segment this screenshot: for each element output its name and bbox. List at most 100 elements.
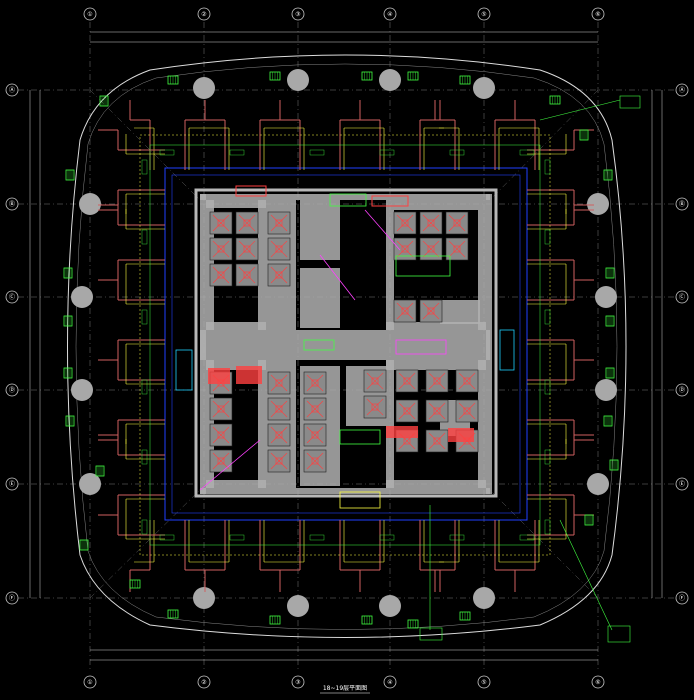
core-details bbox=[175, 95, 641, 643]
shaft-cell bbox=[209, 423, 233, 447]
fan-coil-unit bbox=[99, 95, 109, 107]
grid-bubble-left: Ⓐ bbox=[5, 83, 19, 97]
fan-coil-unit bbox=[269, 615, 281, 625]
grid-bubble-left: Ⓓ bbox=[5, 383, 19, 397]
fan-coil-unit bbox=[65, 415, 75, 427]
grid-bubble-right: Ⓐ bbox=[675, 83, 689, 97]
fan-coil-unit bbox=[459, 611, 471, 621]
grid-bubble-top: ① bbox=[83, 7, 97, 21]
column bbox=[379, 69, 401, 91]
grid-label: Ⓕ bbox=[9, 594, 15, 602]
column bbox=[193, 77, 215, 99]
column bbox=[71, 286, 93, 308]
shaft-cell bbox=[393, 211, 417, 235]
grid-bubble-right: Ⓓ bbox=[675, 383, 689, 397]
column bbox=[287, 595, 309, 617]
shaft-cell bbox=[235, 211, 259, 235]
shaft-cell bbox=[267, 263, 291, 287]
shaft-cell bbox=[455, 399, 479, 423]
shaft-cell bbox=[267, 237, 291, 261]
fan-coil-unit bbox=[584, 514, 594, 526]
grid-label: Ⓒ bbox=[9, 293, 15, 301]
grid-label: ⑤ bbox=[481, 11, 486, 18]
shaft-cell bbox=[303, 449, 327, 473]
fan-coil-unit bbox=[269, 71, 281, 81]
shaft-cell bbox=[395, 369, 419, 393]
grid-label: ⑥ bbox=[595, 11, 600, 18]
shaft-cell bbox=[445, 237, 469, 261]
column bbox=[193, 587, 215, 609]
fan-coil-unit bbox=[407, 71, 419, 81]
column bbox=[587, 473, 609, 495]
fan-coil-unit bbox=[63, 315, 73, 327]
shaft-cell bbox=[209, 263, 233, 287]
grid-label: Ⓕ bbox=[679, 594, 685, 602]
fan-coil-unit bbox=[167, 609, 179, 619]
grid-label: ② bbox=[201, 11, 206, 18]
grid-label: ② bbox=[201, 679, 206, 686]
grid-label: ① bbox=[87, 11, 92, 18]
fan-coil-unit bbox=[361, 615, 373, 625]
shaft-cell bbox=[267, 371, 291, 395]
grid-bubble-bottom: ⑥ bbox=[591, 675, 605, 689]
shaft-cell bbox=[303, 397, 327, 421]
grid-label: ⑥ bbox=[595, 679, 600, 686]
column bbox=[71, 379, 93, 401]
fan-coil-unit bbox=[361, 71, 373, 81]
grid-bubble-right: Ⓑ bbox=[675, 197, 689, 211]
grid-bubble-right: Ⓒ bbox=[675, 290, 689, 304]
column bbox=[79, 193, 101, 215]
grid-bubble-bottom: ④ bbox=[383, 675, 397, 689]
fan-coil-unit bbox=[65, 169, 75, 181]
shaft-cell bbox=[209, 449, 233, 473]
shaft-cell bbox=[395, 399, 419, 423]
shaft-cell bbox=[393, 237, 417, 261]
grid-bubble-top: ② bbox=[197, 7, 211, 21]
shaft-cell bbox=[235, 237, 259, 261]
column bbox=[595, 286, 617, 308]
fan-coil-unit bbox=[609, 459, 619, 471]
grid-bubble-left: Ⓔ bbox=[5, 477, 19, 491]
column bbox=[595, 379, 617, 401]
grid-bubble-top: ③ bbox=[291, 7, 305, 21]
grid-bubble-right: Ⓔ bbox=[675, 477, 689, 491]
grid-label: Ⓒ bbox=[679, 293, 685, 301]
shaft-cell bbox=[303, 423, 327, 447]
grid-bubble-bottom: ① bbox=[83, 675, 97, 689]
perimeter-equipment bbox=[63, 71, 619, 629]
shaft-cell bbox=[363, 369, 387, 393]
column bbox=[79, 473, 101, 495]
shaft-cell bbox=[425, 399, 449, 423]
shaft-cell bbox=[445, 211, 469, 235]
shaft-cell bbox=[267, 423, 291, 447]
grid-label: Ⓑ bbox=[679, 200, 685, 208]
fan-coil-unit bbox=[603, 169, 613, 181]
column bbox=[287, 69, 309, 91]
fan-coil-unit bbox=[63, 267, 73, 279]
column bbox=[473, 77, 495, 99]
grid-bubble-top: ⑥ bbox=[591, 7, 605, 21]
grid-label: Ⓐ bbox=[9, 86, 15, 94]
grid-label: ③ bbox=[295, 11, 300, 18]
shaft-cell bbox=[209, 237, 233, 261]
shaft-cell bbox=[419, 299, 443, 323]
fan-coil-unit bbox=[579, 129, 589, 141]
grid-bubble-left: Ⓒ bbox=[5, 290, 19, 304]
shaft-cell bbox=[363, 395, 387, 419]
shaft-cell bbox=[425, 429, 449, 453]
plan-title: 18~19层平面图 bbox=[323, 685, 367, 692]
grid-bubble-top: ④ bbox=[383, 7, 397, 21]
shaft-cell bbox=[267, 449, 291, 473]
fan-coil-unit bbox=[459, 75, 471, 85]
grid-label: ① bbox=[87, 679, 92, 686]
grid-label: ③ bbox=[295, 679, 300, 686]
fan-coil-unit bbox=[549, 95, 561, 105]
grid-label: ④ bbox=[387, 679, 392, 686]
shaft-cell bbox=[393, 299, 417, 323]
grid-label: Ⓐ bbox=[679, 86, 685, 94]
column bbox=[379, 595, 401, 617]
shaft-cell bbox=[267, 211, 291, 235]
